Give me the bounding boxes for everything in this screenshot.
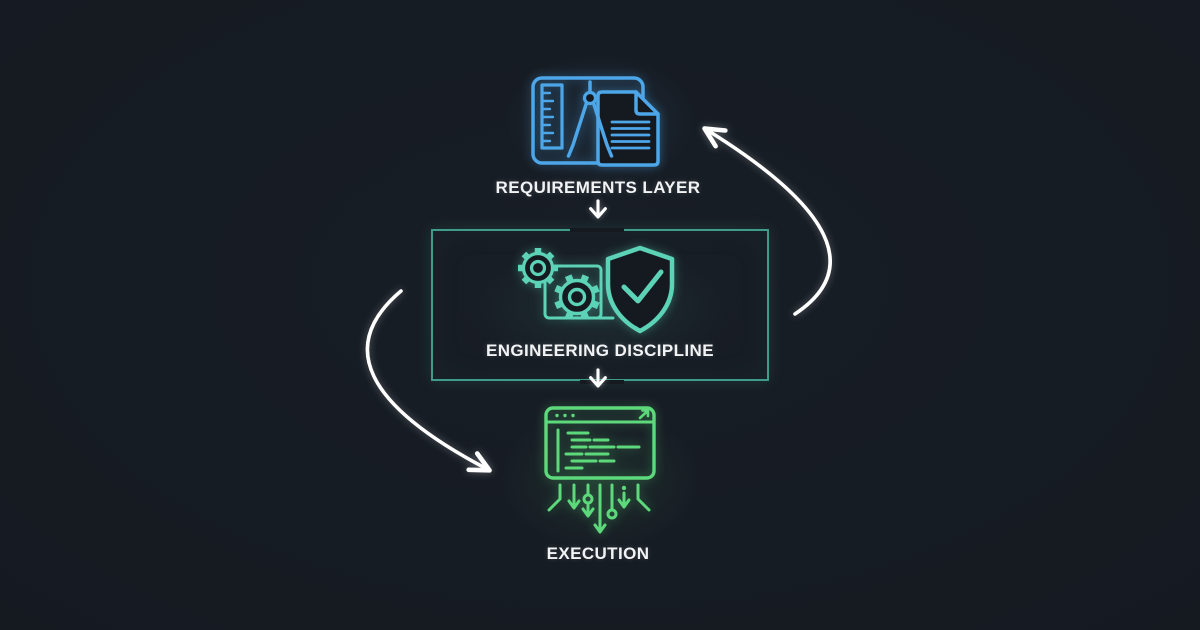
gear-icon: [554, 274, 600, 320]
node-engineering-discipline: ENGINEERING DISCIPLINE: [431, 228, 769, 384]
circuit-traces: [547, 483, 651, 534]
execution-label: EXECUTION: [546, 544, 650, 563]
gears-shield-check-icon: [518, 245, 675, 334]
external-link-arrow-icon: [638, 409, 650, 420]
box-top-border-gap: [570, 228, 624, 232]
discipline-label: ENGINEERING DISCIPLINE: [486, 341, 714, 360]
down-arrow-connector-2: [589, 368, 607, 388]
blueprint-ruler-compass-document-icon: [531, 76, 660, 167]
down-arrow-connector-1: [589, 199, 607, 219]
requirements-label: REQUIREMENTS LAYER: [495, 178, 701, 197]
code-window-circuit-icon: [544, 406, 656, 534]
shield-check-icon: [605, 245, 675, 334]
gear-icon: [518, 248, 558, 288]
